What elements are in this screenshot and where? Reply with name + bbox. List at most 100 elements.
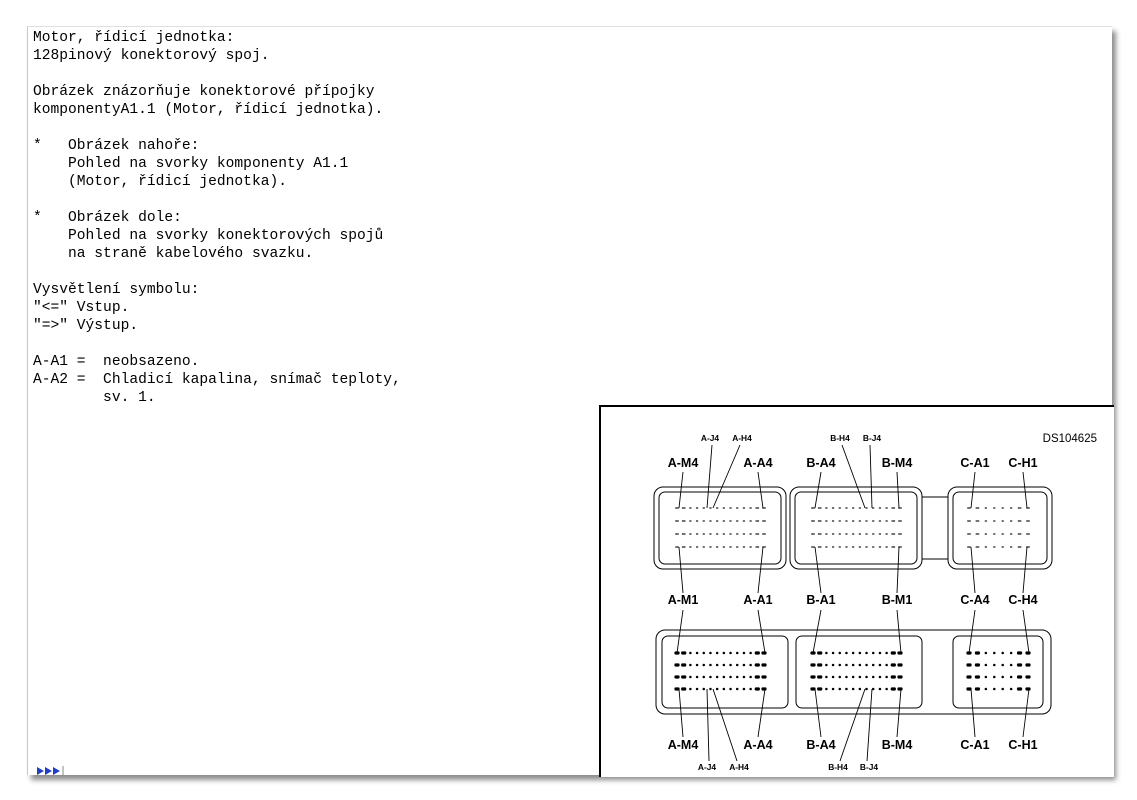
pin <box>722 663 726 667</box>
pin <box>817 687 823 691</box>
pin <box>715 675 719 679</box>
leader-line <box>970 688 976 738</box>
pin <box>984 687 988 691</box>
pin <box>1009 675 1013 679</box>
pin <box>1016 687 1023 691</box>
pin <box>897 651 903 655</box>
pin <box>761 687 767 691</box>
pin <box>1016 675 1023 679</box>
bottom-pin-label-small: A-H4 <box>729 762 749 772</box>
leader-line <box>814 688 822 738</box>
leader-line <box>1022 471 1028 509</box>
pin <box>851 687 855 691</box>
pin <box>1025 675 1031 679</box>
top-pin-label: C-A1 <box>960 456 989 470</box>
pin <box>851 651 855 655</box>
pin <box>838 651 842 655</box>
pin <box>695 651 699 655</box>
pin <box>689 663 692 667</box>
pin <box>890 687 896 691</box>
pin <box>845 675 848 679</box>
pin <box>709 663 712 667</box>
top-pin-label-small: B-J4 <box>863 433 881 443</box>
pin <box>702 675 706 679</box>
pin <box>729 663 732 667</box>
pin <box>890 651 896 655</box>
pin <box>897 675 903 679</box>
pin <box>831 651 835 655</box>
top-pin-label-small: A-J4 <box>701 433 719 443</box>
pin <box>878 651 882 655</box>
pin <box>825 663 828 667</box>
middle-pin-label: B-M1 <box>882 593 913 607</box>
leader-line <box>1022 609 1030 654</box>
pin <box>858 687 862 691</box>
top-pin-label: B-M4 <box>882 456 913 470</box>
leader-line <box>968 609 976 654</box>
middle-pin-label: C-A4 <box>960 593 989 607</box>
pin <box>858 651 862 655</box>
pin <box>754 651 760 655</box>
bottom-pin-label: B-A4 <box>806 738 835 752</box>
pin <box>885 663 888 667</box>
pin <box>878 675 882 679</box>
pin <box>735 663 739 667</box>
pin <box>974 663 981 667</box>
pin <box>695 687 699 691</box>
top-pin-label: A-M4 <box>668 456 699 470</box>
pin <box>810 687 816 691</box>
leader-line <box>896 688 902 738</box>
connector-outlines <box>653 486 1053 715</box>
pin <box>1016 651 1023 655</box>
bottom-pin-label: C-A1 <box>960 738 989 752</box>
pin <box>838 687 842 691</box>
pin <box>674 675 680 679</box>
pin <box>754 687 760 691</box>
pin <box>1025 687 1031 691</box>
figure-id: DS104625 <box>1043 433 1097 445</box>
pin <box>845 687 848 691</box>
top-pin-label: A-A4 <box>743 456 772 470</box>
leader-line <box>812 609 822 654</box>
pin <box>810 663 816 667</box>
pin <box>681 651 687 655</box>
pin <box>885 687 888 691</box>
bottom-pin-label: A-A4 <box>743 738 772 752</box>
pin <box>851 663 855 667</box>
pin <box>966 687 972 691</box>
leader-line <box>814 546 822 594</box>
pin <box>890 663 896 667</box>
pin <box>845 651 848 655</box>
pin <box>984 651 988 655</box>
leader-line <box>757 546 764 594</box>
pin <box>729 675 732 679</box>
pin <box>742 651 746 655</box>
leader-line <box>970 546 976 594</box>
pin <box>825 687 828 691</box>
pin <box>865 663 868 667</box>
bottom-pin-label-small: A-J4 <box>698 762 716 772</box>
pin <box>689 675 692 679</box>
pin <box>851 675 855 679</box>
pin <box>1001 687 1004 691</box>
pin <box>817 651 823 655</box>
middle-pin-label: C-H4 <box>1008 593 1037 607</box>
leader-line <box>678 688 684 738</box>
pin <box>702 687 706 691</box>
pin <box>831 675 835 679</box>
leader-line <box>866 688 873 762</box>
leader-line <box>1022 688 1030 738</box>
pin <box>674 687 680 691</box>
leader-line <box>706 688 710 762</box>
pin <box>681 663 687 667</box>
pin <box>749 675 752 679</box>
bottom-pin-label-small: B-H4 <box>828 762 848 772</box>
leader-line <box>678 471 684 509</box>
leader-line <box>896 546 900 594</box>
triple-arrow-icon[interactable] <box>37 766 65 776</box>
pin <box>966 675 972 679</box>
pin <box>1009 687 1013 691</box>
pin <box>984 675 988 679</box>
